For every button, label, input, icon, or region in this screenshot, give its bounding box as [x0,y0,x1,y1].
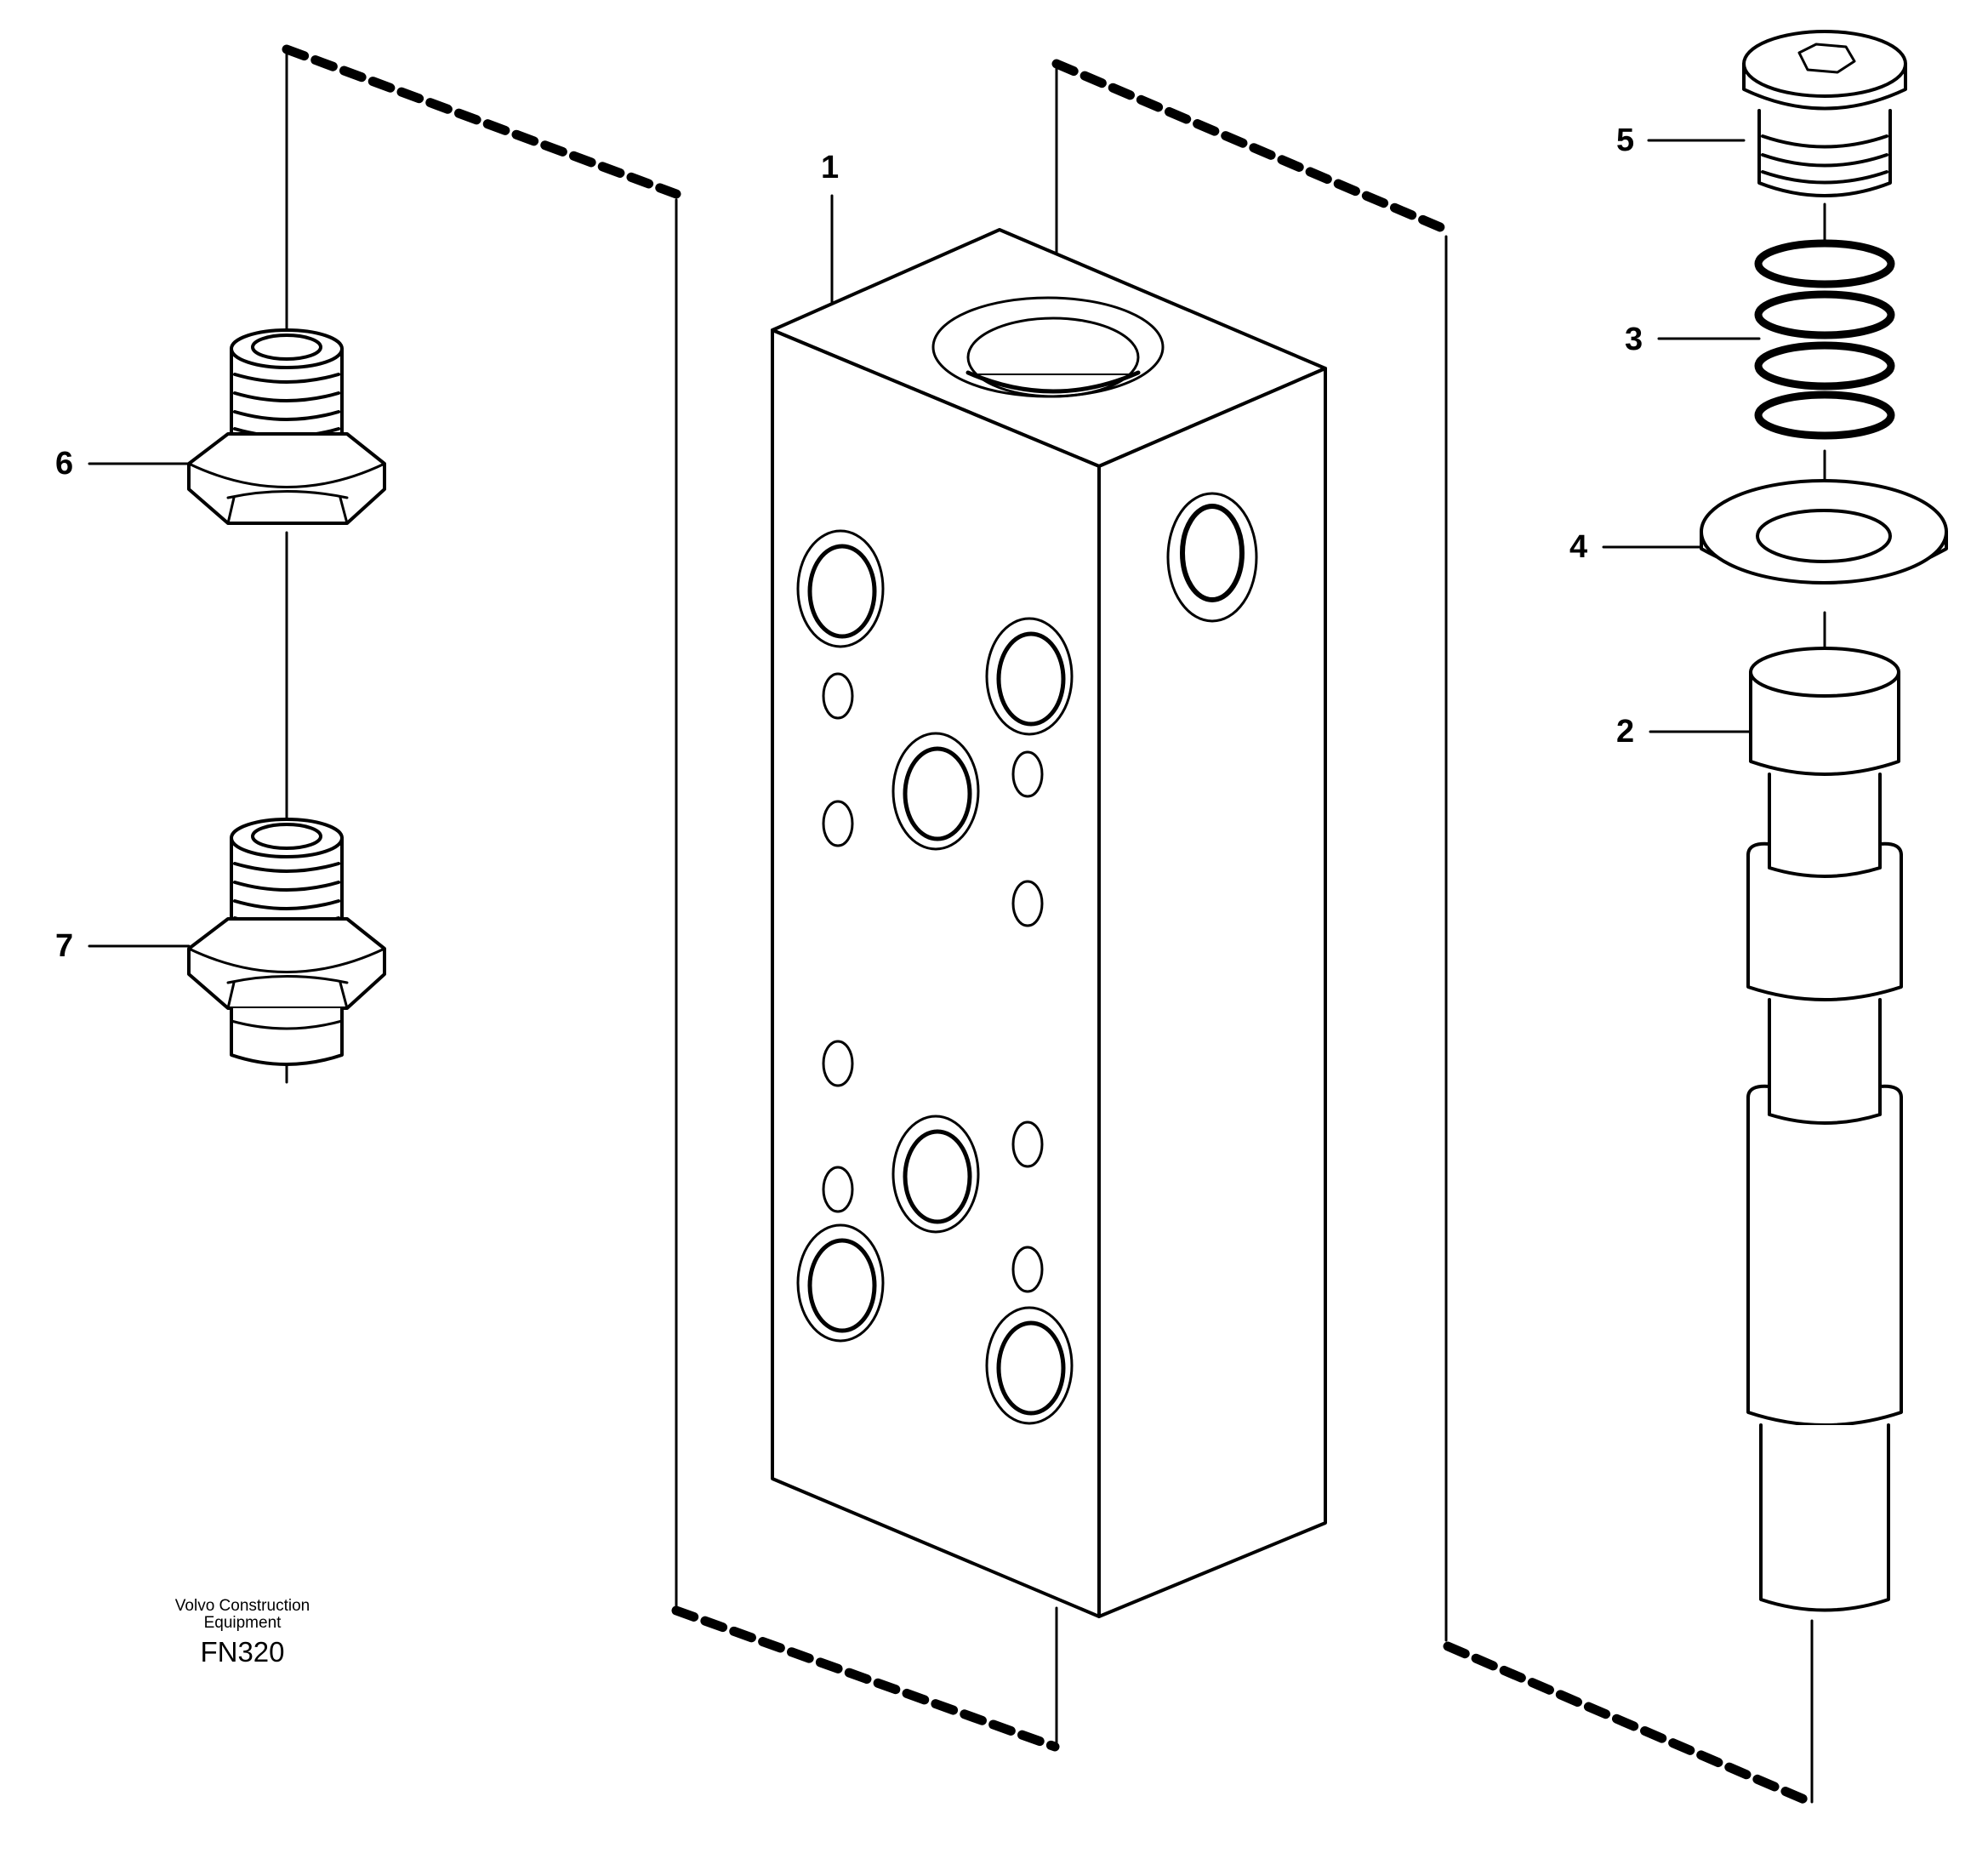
fitting-part-7 [187,818,386,1066]
spool-part-2 [1746,647,1903,1612]
leader-lines [88,139,1761,948]
callout-4: 4 [1569,529,1588,565]
callout-5: 5 [1616,123,1635,158]
spring-part-3 [1754,239,1895,440]
callout-7: 7 [55,928,74,964]
brand-line-1: Volvo Construction [174,1597,310,1615]
brand-line-2: Equipment [203,1614,282,1632]
callout-1: 1 [821,150,840,185]
washer-part-4 [1700,479,1948,584]
plug-part-5 [1742,30,1907,197]
right-assembly-path [1051,59,1826,1807]
callout-3: 3 [1625,322,1643,357]
left-assembly-path [282,44,1060,1752]
callout-2: 2 [1616,714,1635,750]
valve-block [771,228,1327,1618]
fitting-part-6 [187,328,386,525]
figure-code: FN320 [200,1636,285,1668]
callout-6: 6 [55,446,74,482]
